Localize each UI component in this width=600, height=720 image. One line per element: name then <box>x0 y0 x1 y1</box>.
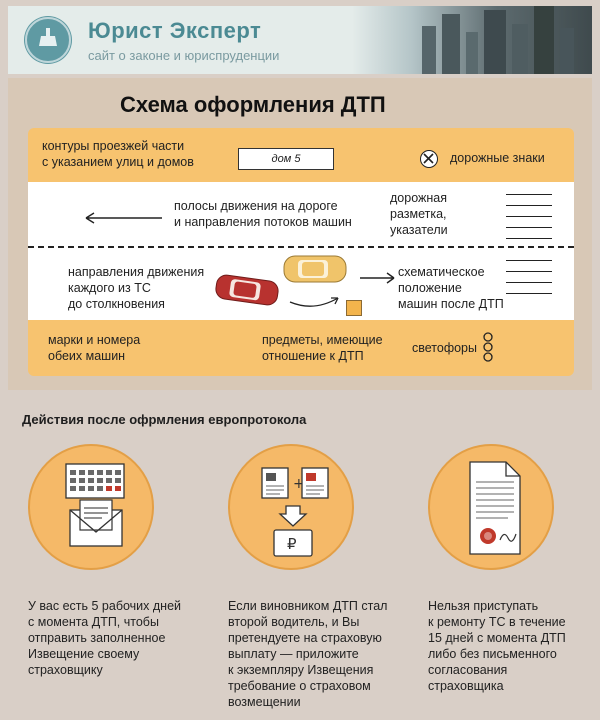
svg-text:+: + <box>293 476 305 492</box>
signed-document-icon <box>469 461 521 555</box>
scheme-title: Схема оформления ДТП <box>120 92 386 117</box>
text-line: с момента ДТП, чтобы <box>28 615 159 629</box>
logo-icon[interactable] <box>24 16 72 64</box>
label-line: схематическое <box>398 265 485 279</box>
label-traffic-lights: светофоры <box>412 341 477 355</box>
action-item: + ₽ Если виновником ДТП стал второй води… <box>228 444 396 710</box>
movement-arrow-icon <box>289 297 339 307</box>
label-directions: направления движения каждого из ТС до ст… <box>68 264 204 312</box>
scheme-panel: Схема оформления ДТП контуры проезжей ча… <box>8 78 592 390</box>
road-marking-lines-icon <box>506 260 552 304</box>
text-line: требование о страховом <box>228 679 371 693</box>
site-header: Юрист Эксперт сайт о законе и юриспруден… <box>8 6 592 74</box>
text-line: согласования <box>428 663 508 677</box>
road-area <box>28 182 574 320</box>
action-circle <box>28 444 154 570</box>
arrow-left-icon <box>85 212 162 224</box>
text-line: Если виновником ДТП стал <box>228 599 388 613</box>
arrow-right-icon <box>360 272 395 284</box>
text-line: претендуете на страховую <box>228 631 382 645</box>
text-line: 15 дней с момента ДТП <box>428 631 566 645</box>
action-text: Нельзя приступать к ремонту ТС в течение… <box>428 598 596 694</box>
label-line: машин после ДТП <box>398 297 504 311</box>
label-plates: марки и номера обеих машин <box>48 332 140 364</box>
text-line: Извещение своему <box>28 647 140 661</box>
header-cityscape-image <box>352 6 592 74</box>
actions-title: Действия после офрмления европротокола <box>22 412 307 427</box>
object-marker-icon <box>346 300 362 316</box>
text-line: либо без письменного <box>428 647 557 661</box>
red-car-icon <box>215 274 279 306</box>
label-line: разметка, <box>390 207 447 221</box>
accident-diagram: контуры проезжей части с указанием улиц … <box>28 128 574 376</box>
svg-text:₽: ₽ <box>287 535 297 553</box>
brand-title[interactable]: Юрист Эксперт <box>88 18 262 43</box>
text-line: Нельзя приступать <box>428 599 539 613</box>
lane-divider <box>28 246 574 248</box>
action-item: Нельзя приступать к ремонту ТС в течение… <box>428 444 596 694</box>
text-line: страховщика <box>428 679 504 693</box>
text-line: возмещении <box>228 695 301 709</box>
yellow-car-icon <box>283 255 347 283</box>
documents-ruble-icon: + ₽ <box>261 467 329 557</box>
label-line: контуры проезжей части <box>42 139 185 153</box>
action-item: У вас есть 5 рабочих дней с момента ДТП,… <box>28 444 196 678</box>
house-label-box: дом 5 <box>238 148 334 170</box>
label-line: марки и номера <box>48 333 141 347</box>
text-line: к ремонту ТС в течение <box>428 615 566 629</box>
action-text: У вас есть 5 рабочих дней с момента ДТП,… <box>28 598 196 678</box>
label-road-signs: дорожные знаки <box>450 151 545 165</box>
label-line: предметы, имеющие <box>262 333 383 347</box>
calendar-envelope-icon <box>65 463 125 547</box>
label-line: обеих машин <box>48 349 126 363</box>
label-line: и направления потоков машин <box>174 215 352 229</box>
traffic-light-icon <box>483 332 493 362</box>
text-line: страховщику <box>28 663 103 677</box>
label-schematic: схематическое положение машин после ДТП <box>398 264 504 312</box>
label-line: отношение к ДТП <box>262 349 364 363</box>
road-marking-lines-icon <box>506 194 552 249</box>
action-circle: + ₽ <box>228 444 354 570</box>
label-line: положение <box>398 281 462 295</box>
text-line: выплату — приложите <box>228 647 359 661</box>
label-line: полосы движения на дороге <box>174 199 338 213</box>
action-circle <box>428 444 554 570</box>
label-line: дорожная <box>390 191 447 205</box>
label-line: с указанием улиц и домов <box>42 155 194 169</box>
label-road-contours: контуры проезжей части с указанием улиц … <box>42 138 194 170</box>
label-line: указатели <box>390 223 448 237</box>
text-line: У вас есть 5 рабочих дней <box>28 599 182 613</box>
brand-subtitle: сайт о законе и юриспруденции <box>88 48 280 63</box>
label-lanes: полосы движения на дороге и направления … <box>174 198 352 230</box>
text-line: второй водитель, и Вы <box>228 615 360 629</box>
text-line: отправить заполненное <box>28 631 166 645</box>
label-objects: предметы, имеющие отношение к ДТП <box>262 332 383 364</box>
label-markings: дорожная разметка, указатели <box>390 190 448 238</box>
text-line: к экземпляру Извещения <box>228 663 374 677</box>
label-line: каждого из ТС <box>68 281 151 295</box>
action-text: Если виновником ДТП стал второй водитель… <box>228 598 396 710</box>
label-line: направления движения <box>68 265 205 279</box>
label-line: до столкновения <box>68 297 165 311</box>
road-sign-icon <box>420 150 438 168</box>
